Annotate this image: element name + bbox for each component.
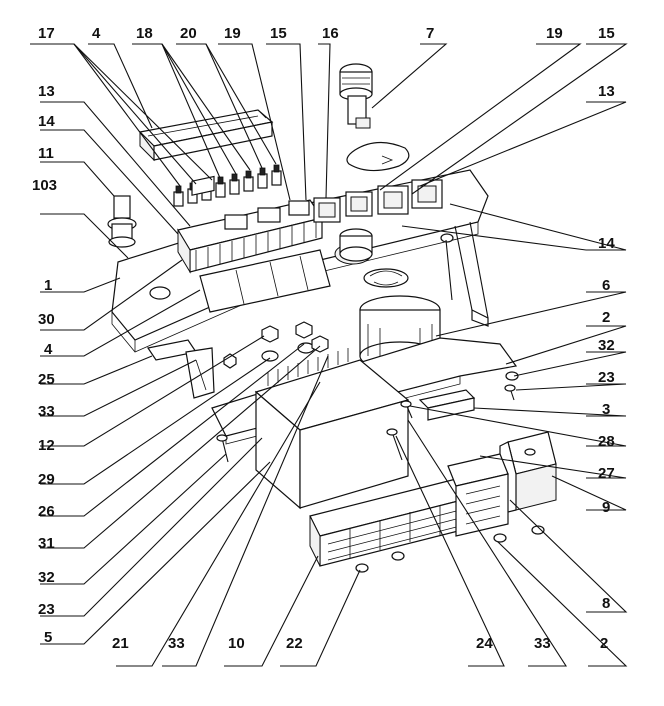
callout-13-right: 13 <box>598 83 615 100</box>
callout-28: 28 <box>598 433 615 450</box>
callout-31: 31 <box>38 535 55 552</box>
callout-20: 20 <box>180 25 197 42</box>
round-plug <box>339 228 373 262</box>
callout-8: 8 <box>602 595 610 612</box>
callout-4-top: 4 <box>92 25 101 42</box>
callout-5: 5 <box>44 629 52 646</box>
rocker-switches <box>313 179 443 223</box>
callout-labels: 17 4 18 20 19 15 16 7 19 15 13 13 14 11 … <box>32 25 615 652</box>
fuse-cover <box>138 109 274 162</box>
callout-13-left: 13 <box>38 83 55 100</box>
connector-strip <box>418 389 476 421</box>
callout-23-right: 23 <box>598 369 615 386</box>
callout-7: 7 <box>426 25 434 42</box>
callout-103: 103 <box>32 177 57 194</box>
callout-22: 22 <box>286 635 303 652</box>
callout-9: 9 <box>602 499 610 516</box>
key-switch <box>339 63 373 129</box>
callout-19-top: 19 <box>224 25 241 42</box>
control-module <box>254 348 410 510</box>
callout-10: 10 <box>228 635 245 652</box>
callout-32-right: 32 <box>598 337 615 354</box>
callout-30: 30 <box>38 311 55 328</box>
fuses-row <box>173 164 282 207</box>
bottom-screws <box>355 525 545 573</box>
callout-23-left: 23 <box>38 601 55 618</box>
callout-14-left: 14 <box>38 113 55 130</box>
nuts-washers <box>223 321 519 381</box>
callout-15-right: 15 <box>598 25 615 42</box>
key-switch-washer <box>346 141 410 172</box>
callout-3: 3 <box>602 401 610 418</box>
callout-2-bottom: 2 <box>600 635 608 652</box>
callout-27: 27 <box>598 465 615 482</box>
parts-drawing <box>107 63 557 573</box>
callout-25: 25 <box>38 371 55 388</box>
fuse-box-base <box>199 249 331 313</box>
fuse-block <box>177 175 323 274</box>
indicator-lamp <box>107 195 137 248</box>
callout-15-top: 15 <box>270 25 287 42</box>
callout-29: 29 <box>38 471 55 488</box>
callout-33-bottom: 33 <box>168 635 185 652</box>
callout-14-right: 14 <box>598 235 615 252</box>
callout-33-left: 33 <box>38 403 55 420</box>
callout-33-bottom-right: 33 <box>534 635 551 652</box>
screws <box>216 384 516 463</box>
callout-24: 24 <box>476 635 493 652</box>
callout-1: 1 <box>44 277 52 294</box>
callout-32-left: 32 <box>38 569 55 586</box>
plate-legs <box>445 221 489 327</box>
callout-4-left: 4 <box>44 341 53 358</box>
callout-19-right: 19 <box>546 25 563 42</box>
left-bracket <box>147 339 215 399</box>
callout-21: 21 <box>112 635 129 652</box>
callout-6: 6 <box>602 277 610 294</box>
callout-12: 12 <box>38 437 55 454</box>
callout-11: 11 <box>38 145 54 162</box>
callout-17-top: 17 <box>38 25 55 42</box>
callout-18: 18 <box>136 25 153 42</box>
callout-16: 16 <box>322 25 339 42</box>
leader-lines <box>30 43 628 667</box>
callout-2-right: 2 <box>602 309 610 326</box>
callout-26: 26 <box>38 503 55 520</box>
